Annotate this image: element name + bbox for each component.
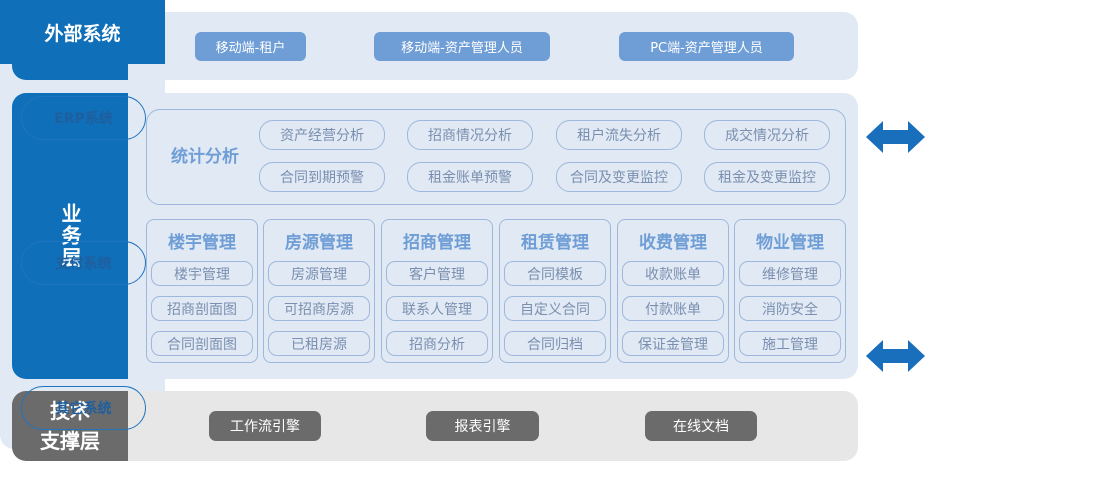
module-leasing-promotion-management: 招商管理 客户管理 联系人管理 招商分析 <box>381 219 493 363</box>
tech-item-online-docs: 在线文档 <box>645 411 757 441</box>
tech-support-layer-body: 工作流引擎 报表引擎 在线文档 <box>128 391 858 461</box>
external-item-payment: 支付系统 <box>21 241 146 285</box>
double-arrow-icon <box>866 340 925 372</box>
statistics-analysis-box: 统计分析 资产经营分析 招商情况分析 租户流失分析 成交情况分析 合同到期预警 … <box>146 109 846 205</box>
module-listing-management: 房源管理 房源管理 可招商房源 已租房源 <box>263 219 375 363</box>
tech-label-line-2: 支撑层 <box>40 429 100 453</box>
module-title: 收费管理 <box>639 233 707 253</box>
tech-item-workflow-engine: 工作流引擎 <box>209 411 321 441</box>
stat-item: 租金账单预警 <box>407 162 533 192</box>
module-item: 楼宇管理 <box>151 261 253 286</box>
module-building-management: 楼宇管理 楼宇管理 招商剖面图 合同剖面图 <box>146 219 258 363</box>
module-item: 联系人管理 <box>386 296 488 321</box>
statistics-analysis-title: 统计分析 <box>171 147 239 167</box>
module-title: 招商管理 <box>403 233 471 253</box>
module-title: 楼宇管理 <box>168 233 236 253</box>
module-title: 物业管理 <box>756 233 824 253</box>
module-item: 施工管理 <box>739 331 841 356</box>
module-rental-management: 租赁管理 合同模板 自定义合同 合同归档 <box>499 219 611 363</box>
tech-item-report-engine: 报表引擎 <box>426 411 539 441</box>
module-property-management: 物业管理 维修管理 消防安全 施工管理 <box>734 219 846 363</box>
business-layer-label: 业务层 <box>12 93 128 379</box>
tech-support-layer: 技术 支撑层 工作流引擎 报表引擎 在线文档 <box>12 391 858 461</box>
module-item: 保证金管理 <box>622 331 724 356</box>
external-systems-title: 外部系统 <box>0 0 165 64</box>
module-item: 房源管理 <box>268 261 370 286</box>
stat-item: 招商情况分析 <box>407 120 533 150</box>
stat-item: 成交情况分析 <box>704 120 830 150</box>
app-item-mobile-asset-manager: 移动端-资产管理人员 <box>374 32 550 61</box>
double-arrow-icon <box>866 121 925 153</box>
module-item: 客户管理 <box>386 261 488 286</box>
app-item-mobile-tenant: 移动端-租户 <box>195 32 306 61</box>
app-item-pc-asset-manager: PC端-资产管理人员 <box>619 32 794 61</box>
module-item: 合同剖面图 <box>151 331 253 356</box>
module-item: 维修管理 <box>739 261 841 286</box>
module-title: 租赁管理 <box>521 233 589 253</box>
module-item: 收款账单 <box>622 261 724 286</box>
module-item: 招商分析 <box>386 331 488 356</box>
module-item: 可招商房源 <box>268 296 370 321</box>
application-layer-body: 移动端-租户 移动端-资产管理人员 PC端-资产管理人员 <box>128 12 858 80</box>
module-item: 已租房源 <box>268 331 370 356</box>
business-layer-label-text: 业务层 <box>58 203 82 269</box>
module-fee-management: 收费管理 收款账单 付款账单 保证金管理 <box>617 219 729 363</box>
business-layer: 业务层 统计分析 资产经营分析 招商情况分析 租户流失分析 成交情况分析 合同到… <box>12 93 858 379</box>
tech-label-line-1: 技术 <box>50 399 90 423</box>
module-title: 房源管理 <box>285 233 353 253</box>
stat-item: 资产经营分析 <box>259 120 385 150</box>
module-item: 合同归档 <box>504 331 606 356</box>
module-item: 消防安全 <box>739 296 841 321</box>
module-item: 自定义合同 <box>504 296 606 321</box>
module-item: 合同模板 <box>504 261 606 286</box>
external-item-other: 其它系统 <box>21 386 146 430</box>
stat-item: 租户流失分析 <box>556 120 682 150</box>
module-item: 招商剖面图 <box>151 296 253 321</box>
stat-item: 合同到期预警 <box>259 162 385 192</box>
stat-item: 合同及变更监控 <box>556 162 682 192</box>
external-item-erp: ERP系统 <box>21 96 146 140</box>
module-item: 付款账单 <box>622 296 724 321</box>
stat-item: 租金及变更监控 <box>704 162 830 192</box>
